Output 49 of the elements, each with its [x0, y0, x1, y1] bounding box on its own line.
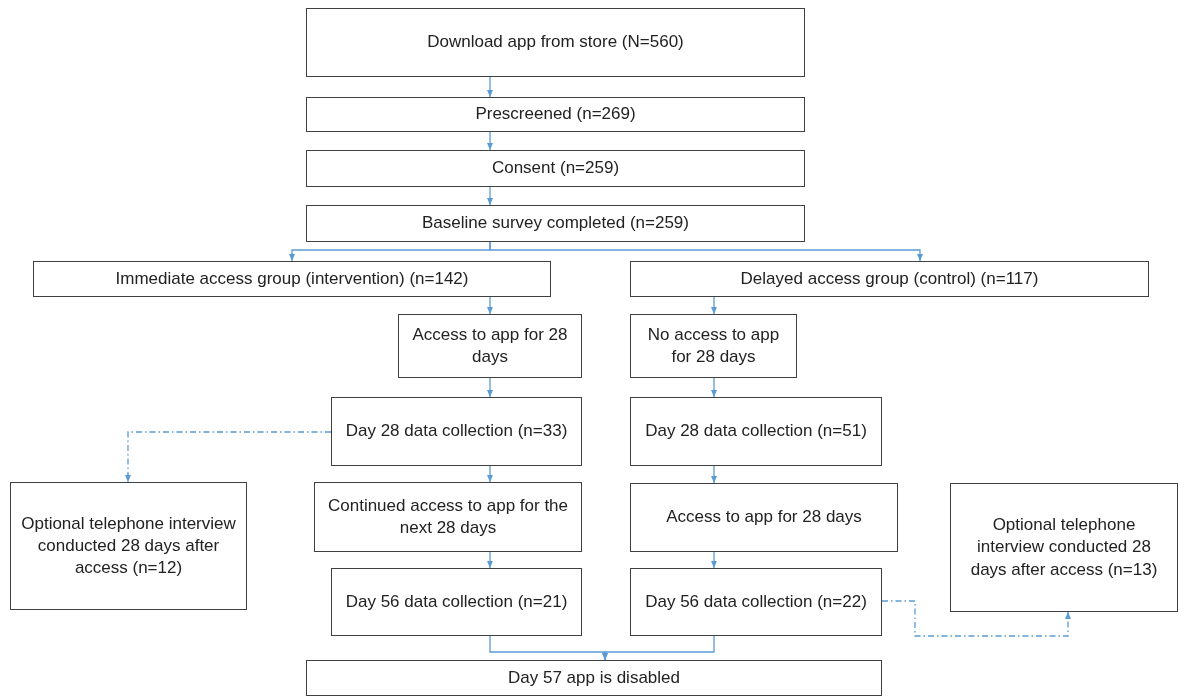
- arrow: [602, 635, 715, 661]
- box-text: Optional telephone interview conducted 28 days after access (n=13): [969, 514, 1159, 581]
- process-box: [306, 8, 805, 77]
- process-box: [306, 660, 882, 696]
- arrow: [487, 76, 493, 98]
- box-text: Consent (n=259): [491, 157, 620, 180]
- process-box: [630, 261, 1149, 297]
- box-text: Day 56 data collection (n=21): [345, 590, 568, 613]
- box-text: Day 28 data collection (n=33): [345, 420, 568, 443]
- process-box: [306, 97, 805, 132]
- arrow: [487, 296, 493, 315]
- box-text: Day 28 data collection (n=51): [645, 420, 867, 443]
- arrow: [489, 241, 923, 262]
- arrow: [711, 551, 717, 569]
- process-box: [306, 205, 805, 242]
- box-text: Day 57 app is disabled: [508, 666, 680, 689]
- arrow: [711, 296, 717, 315]
- arrow: [487, 131, 493, 151]
- process-box: [10, 482, 247, 610]
- arrow: [487, 465, 493, 483]
- arrow: [711, 465, 717, 484]
- box-text: Download app from store (N=560): [427, 31, 684, 54]
- process-box: [33, 261, 551, 297]
- box-text: Prescreened (n=269): [475, 103, 636, 126]
- process-box: [331, 397, 582, 466]
- box-text: Access to app for 28 days: [411, 323, 569, 368]
- box-text: Immediate access group (intervention) (n=142): [115, 267, 469, 290]
- process-box: [630, 568, 882, 636]
- process-box: [306, 150, 805, 187]
- process-box: [398, 314, 582, 378]
- box-text: Continued access to app for the next 28 days: [326, 494, 569, 539]
- box-text: No access to app for 28 days: [646, 323, 781, 368]
- process-box: [630, 314, 797, 378]
- arrow: [711, 377, 717, 398]
- dashed-arrow: [125, 431, 332, 483]
- process-box: [950, 483, 1178, 612]
- process-box: [630, 483, 898, 552]
- process-box: [331, 568, 582, 636]
- process-box: [314, 482, 582, 552]
- box-text: Delayed access group (control) (n=117): [740, 267, 1039, 290]
- dashed-arrow: [881, 600, 1071, 637]
- box-text: Day 56 data collection (n=22): [645, 590, 867, 613]
- box-text: Baseline survey completed (n=259): [422, 212, 689, 235]
- arrow: [487, 551, 493, 569]
- box-text: Optional telephone interview conducted 28 days after access (n=12): [20, 512, 237, 580]
- arrow: [487, 377, 493, 398]
- arrow: [487, 186, 493, 206]
- box-text: Access to app for 28 days: [666, 506, 862, 529]
- process-box: [630, 397, 882, 466]
